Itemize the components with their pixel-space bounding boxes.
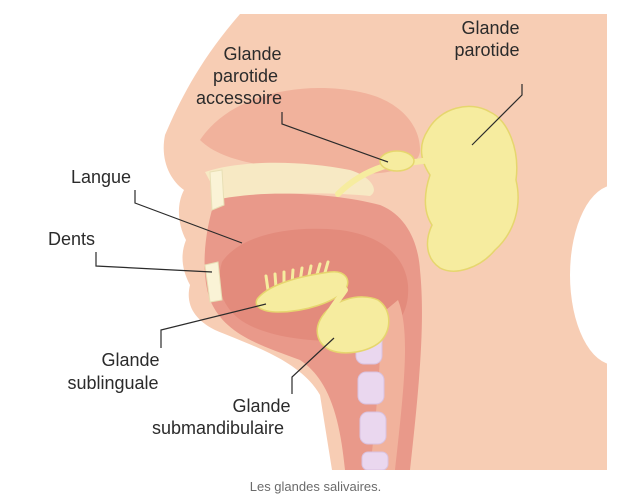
upper-tooth: [209, 169, 225, 211]
figure-caption: Les glandes salivaires.: [249, 479, 382, 494]
submandibular-duct: [322, 287, 348, 323]
label-accessory-parotid-line2: parotide: [213, 66, 278, 86]
leader-parotid: [471, 84, 523, 146]
label-sublingual: Glande sublinguale: [67, 350, 164, 393]
accessory-parotid-gland: [379, 150, 415, 172]
label-accessory-parotid: Glande parotide accessoire: [196, 44, 287, 108]
label-accessory-parotid-line1: Glande: [223, 44, 281, 64]
neck-cutout: [570, 185, 631, 365]
label-tongue: Langue: [71, 167, 131, 187]
salivary-glands-diagram: Glande parotide Glande parotide accessoi…: [48, 14, 631, 470]
label-submandibular: Glande submandibulaire: [152, 396, 296, 438]
submandibular-gland: [316, 296, 390, 354]
label-submandibular-line2: submandibulaire: [152, 418, 284, 438]
label-sublingual-line1: Glande: [101, 350, 159, 370]
leader-accessory-parotid: [281, 112, 389, 163]
label-teeth: Dents: [48, 229, 95, 249]
leader-sublingual: [160, 303, 267, 348]
leader-tongue: [134, 190, 243, 244]
leader-teeth: [95, 252, 213, 273]
label-submandibular-line1: Glande: [232, 396, 290, 416]
leader-submandibular: [291, 337, 335, 394]
nasal-cavity: [200, 88, 420, 174]
upper-palate: [205, 162, 374, 200]
label-sublingual-line2: sublinguale: [67, 373, 158, 393]
label-parotid-line1: Glande: [461, 18, 519, 38]
label-accessory-parotid-line3: accessoire: [196, 88, 282, 108]
label-parotid: Glande parotide: [454, 18, 524, 60]
parotid-gland: [420, 105, 519, 272]
label-parotid-line2: parotide: [454, 40, 519, 60]
